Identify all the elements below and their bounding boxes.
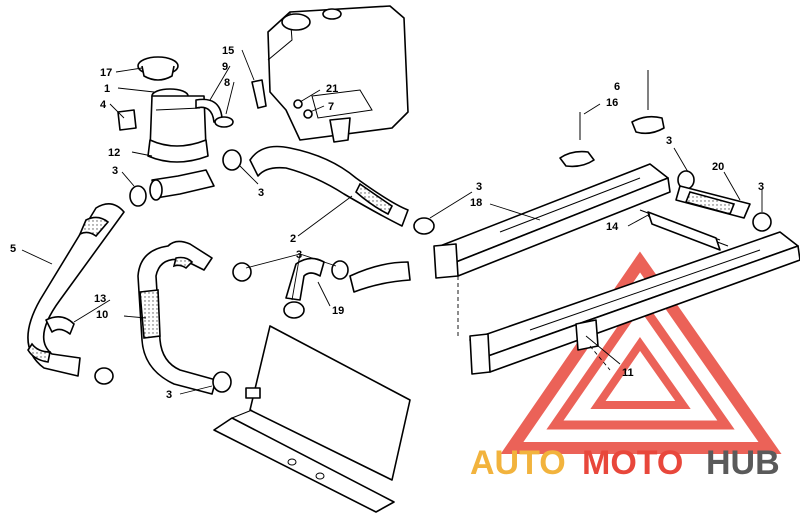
watermark-moto: MOTO [582,444,683,482]
watermark-triangle [500,251,782,454]
connector-hose [349,261,411,293]
callout-3-e: 3 [476,181,482,193]
callout-8: 8 [224,77,230,89]
cover-plate-16 [559,150,595,168]
callout-3-b: 3 [258,187,264,199]
hose-20 [675,185,751,219]
cover-plate-6 [631,115,665,135]
coolant-reservoir [267,5,409,143]
callout-2: 2 [290,233,296,245]
callout-3-a: 3 [112,165,118,177]
callout-4: 4 [100,99,107,111]
callout-17: 17 [100,67,112,79]
callout-20: 20 [712,161,724,173]
filler-neck [147,88,209,163]
callout-12: 12 [108,147,120,159]
watermark-auto: AUTO [470,444,566,482]
callout-3-f: 3 [666,135,672,147]
callout-3-d: 3 [166,389,172,401]
callout-14: 14 [606,221,619,233]
leader-lines [21,49,763,395]
callout-3-c: 3 [296,249,302,261]
callout-numbers: 17 1 4 12 3 15 9 8 21 7 3 2 5 3 13 10 19… [10,45,764,401]
callout-5: 5 [10,243,16,255]
upper-hose [249,145,409,227]
watermark-text: AUTO MOTO HUB [470,444,780,482]
callout-10: 10 [96,309,108,321]
callout-21: 21 [326,83,338,95]
callout-16: 16 [606,97,618,109]
callout-19: 19 [332,305,344,317]
callout-11: 11 [622,367,634,379]
callout-18: 18 [470,197,482,209]
callout-15: 15 [222,45,234,57]
left-hose [27,203,125,377]
watermark-hub: HUB [706,444,780,482]
small-clamp [214,116,234,128]
callout-13: 13 [94,293,106,305]
heat-exchanger [433,163,800,375]
short-hose [285,257,325,301]
small-hose [195,98,223,123]
hose-clamps [94,149,772,393]
heat-shield [213,325,411,513]
screw [251,79,267,109]
reference-line [589,345,611,371]
callout-6: 6 [614,81,620,93]
bracket [647,211,721,251]
callout-3-g: 3 [758,181,764,193]
callout-7: 7 [328,101,334,113]
decal [117,109,137,131]
radiator-cap [137,56,179,81]
clip [45,316,75,335]
callout-1: 1 [104,83,110,95]
callout-9: 9 [222,61,228,73]
molded-hose [137,240,217,395]
